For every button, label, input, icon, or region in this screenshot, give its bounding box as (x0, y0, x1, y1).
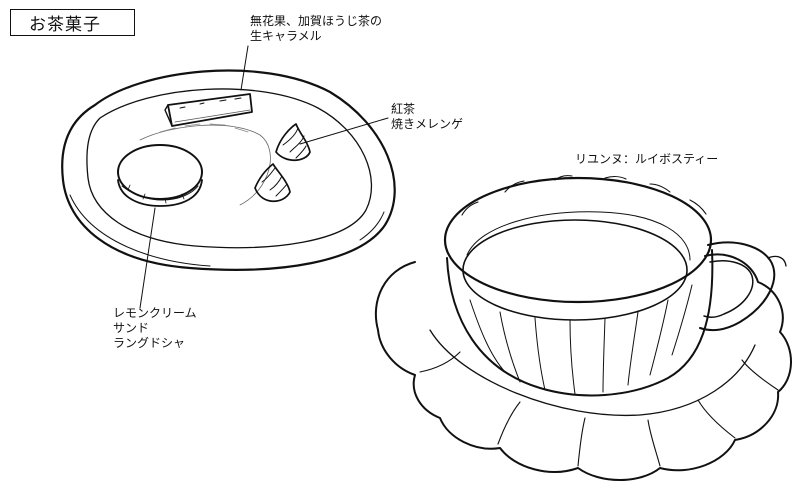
caramel-label-line1: 無花果、加賀ほうじ茶の (250, 14, 383, 28)
oval-plate (61, 69, 396, 271)
caramel-bar (164, 93, 253, 127)
teacup (443, 175, 787, 397)
caramel-label: 無花果、加賀ほうじ茶の 生キャラメル (250, 14, 382, 44)
caramel-label-line2: 生キャラメル (250, 29, 322, 43)
tea-label: リユンヌ：ルイボスティー (575, 152, 718, 167)
meringue-bottom (254, 163, 291, 203)
langue-de-chat-cookie (117, 144, 203, 207)
meringue-label: 紅茶 焼きメレンゲ (391, 102, 463, 132)
meringue-label-line1: 紅茶 (391, 102, 416, 116)
langue-label-line1: レモンクリーム (113, 306, 197, 320)
saucer (374, 253, 792, 481)
langue-label: レモンクリーム サンド ラングドシャ (113, 306, 197, 351)
langue-label-line3: ラングドシャ (113, 336, 186, 350)
meringue-label-line2: 焼きメレンゲ (391, 117, 464, 131)
page-title: お茶菓子 (10, 9, 135, 36)
leader-lines (139, 45, 389, 309)
langue-label-line2: サンド (113, 321, 150, 335)
tea-label-line1: リユンヌ：ルイボスティー (575, 152, 719, 166)
meringue-top (275, 123, 311, 162)
